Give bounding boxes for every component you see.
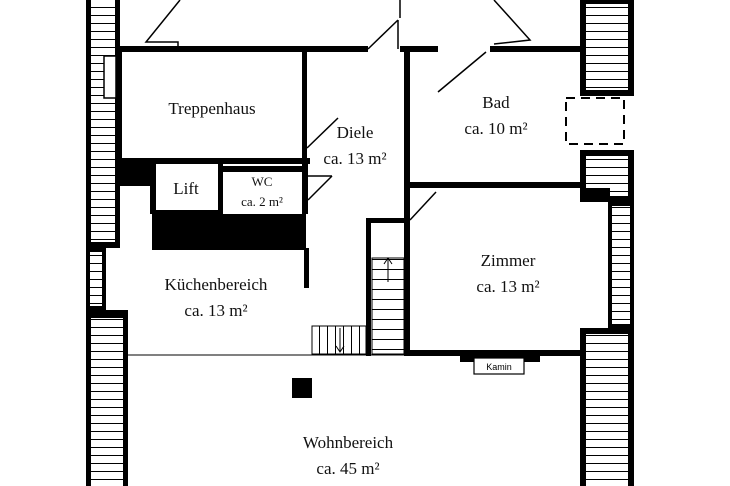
column-marker: [292, 378, 312, 398]
kamin-fixture: Kamin: [460, 354, 540, 375]
bad-area: ca. 10 m²: [464, 119, 527, 138]
top-doors: [144, 0, 532, 48]
kueche-area: ca. 13 m²: [184, 301, 247, 320]
diele-name: Diele: [337, 123, 374, 142]
wohnbereich-area: ca. 45 m²: [316, 459, 379, 478]
bad-name: Bad: [482, 93, 510, 112]
treppenhaus-name: Treppenhaus: [168, 99, 255, 118]
wc-name: WC: [252, 174, 273, 189]
wc-area: ca. 2 m²: [241, 194, 283, 209]
kueche-name: Küchenbereich: [165, 275, 268, 294]
diele-area: ca. 13 m²: [323, 149, 386, 168]
right-exterior-wall: [580, 0, 634, 486]
lift-name: Lift: [173, 179, 199, 198]
room-labels: Treppenhaus Lift WC ca. 2 m² Diele ca. 1…: [165, 93, 540, 478]
interior-walls: [103, 19, 610, 356]
bad-dashed-fixture: [565, 97, 625, 145]
left-exterior-wall: [86, 0, 128, 486]
kamin-label: Kamin: [486, 362, 512, 372]
zimmer-name: Zimmer: [481, 251, 536, 270]
zimmer-area: ca. 13 m²: [476, 277, 539, 296]
stairs: [311, 257, 405, 355]
wohnbereich-name: Wohnbereich: [303, 433, 394, 452]
